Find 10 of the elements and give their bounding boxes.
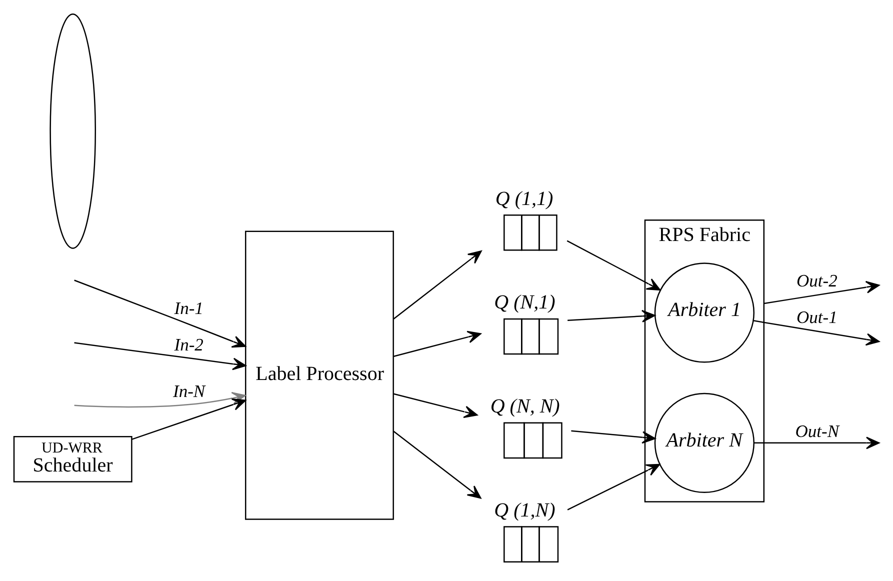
node-label: Q (N, N) bbox=[490, 396, 560, 418]
edge-label: Out-N bbox=[794, 420, 839, 441]
edge-label: In-2 bbox=[174, 334, 203, 355]
node-label: Q (1,N) bbox=[494, 500, 555, 522]
node-label: Q (N,1) bbox=[494, 292, 555, 314]
edge-label: Out-2 bbox=[796, 270, 837, 291]
edge-label: In-1 bbox=[174, 298, 203, 318]
edge-label: In-N bbox=[172, 380, 205, 401]
node-label: Q (1,1) bbox=[494, 188, 553, 210]
edge-label: Out-1 bbox=[796, 306, 837, 327]
